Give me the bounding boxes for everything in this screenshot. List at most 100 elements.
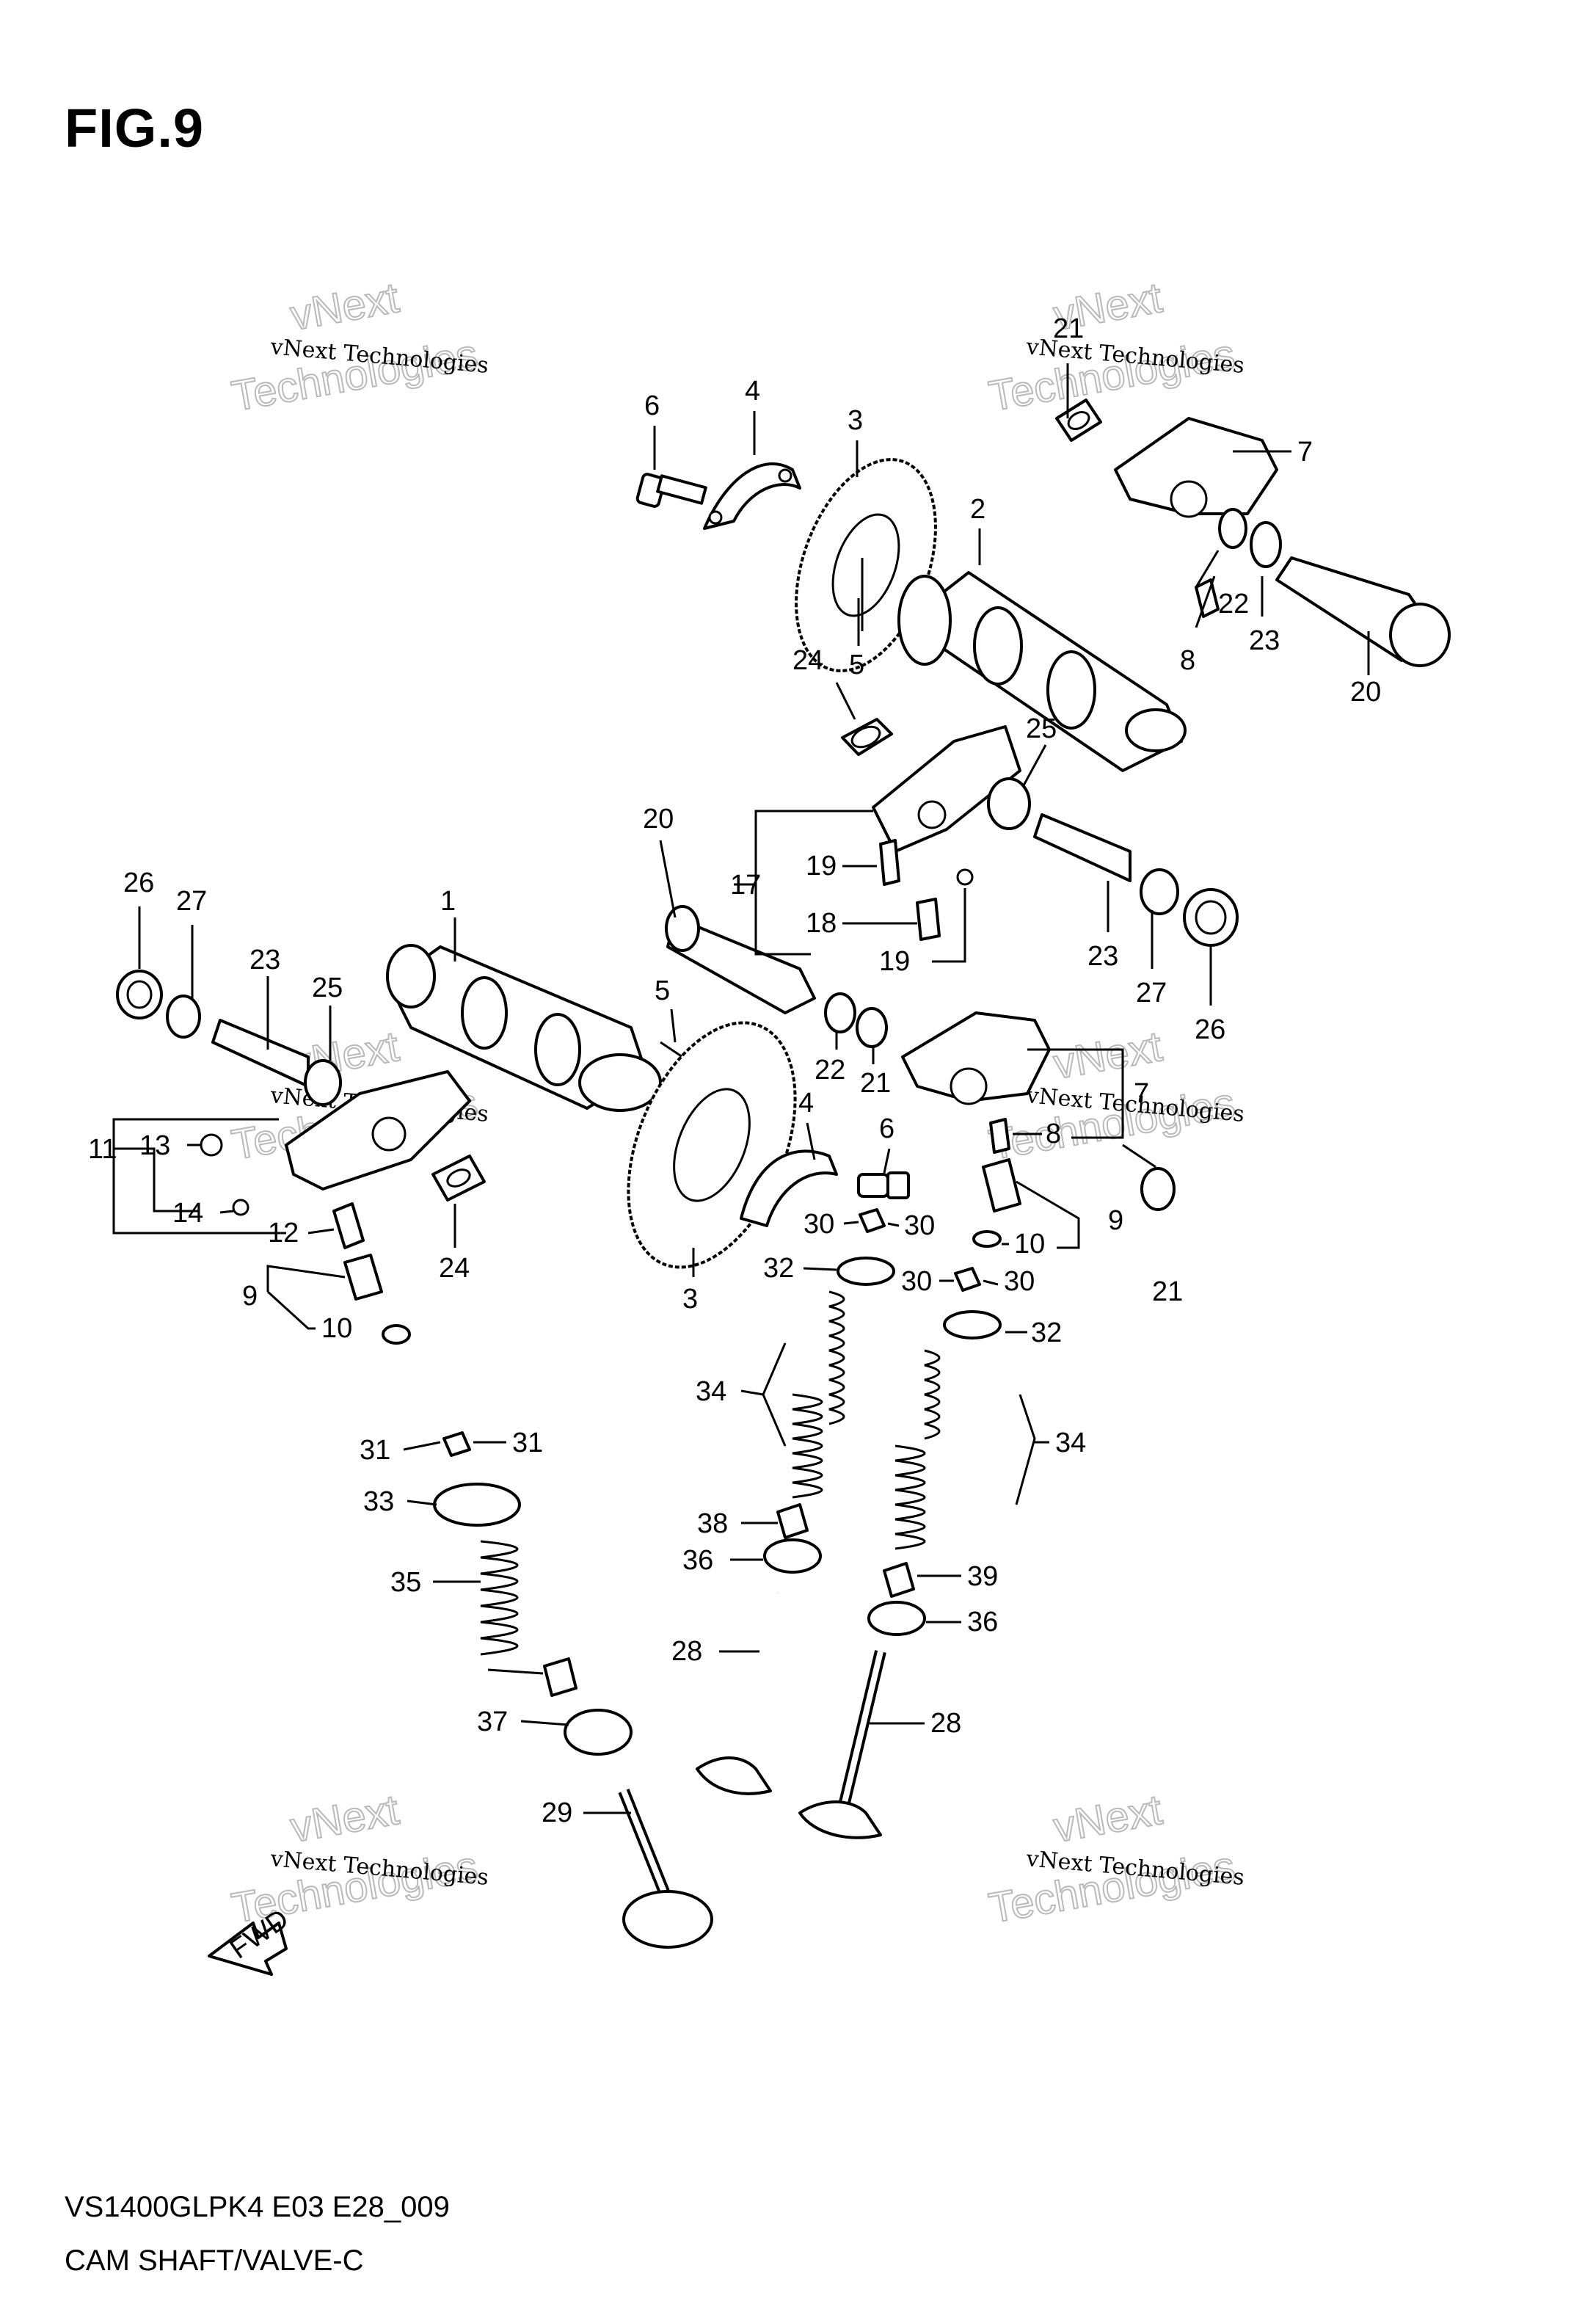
- adjuster-17: [879, 839, 900, 886]
- callout-7: 7: [1134, 1078, 1149, 1109]
- callout-11: 11: [88, 1134, 117, 1165]
- adjuster-8-lower: [989, 1118, 1010, 1154]
- callout-18: 19: [879, 946, 910, 977]
- callout-22: 22: [815, 1055, 845, 1086]
- washer-22-upper: [1250, 521, 1282, 568]
- ring-20-upper: [1055, 399, 1102, 442]
- bolt-6-lower: [857, 1171, 910, 1199]
- figure-title: FIG.9: [65, 98, 205, 159]
- callout-34: 34: [696, 1376, 726, 1407]
- seal-38-right: [883, 1562, 915, 1598]
- rocker-shaft-19-upper: [1275, 556, 1451, 667]
- callout-30: 30: [804, 1209, 834, 1240]
- cap-26-upper: [1183, 888, 1239, 947]
- seal-39: [543, 1657, 577, 1697]
- nut-16: [916, 898, 941, 941]
- callout-19: 20: [643, 804, 674, 835]
- callout-35: 35: [390, 1567, 421, 1598]
- watermark-bottom-right: vNext Technologies vNext Technologies: [985, 1785, 1245, 1933]
- callout-32: 32: [763, 1253, 794, 1284]
- callout-21: 21: [860, 1068, 891, 1099]
- pin-5-middle: [660, 1041, 683, 1058]
- callout-25: 25: [1026, 713, 1057, 744]
- callout-labels: 6 4 3 5 2 24 21 7 22 23 8 20 25 20 19 17…: [88, 313, 1381, 1828]
- callout-26: 26: [123, 868, 154, 898]
- watermark-vnext: vNext: [287, 1786, 402, 1852]
- camshaft-1: [386, 944, 662, 1112]
- rocker-shaft-19-middle: [665, 905, 816, 1014]
- cotter-30-bottom: [954, 1267, 981, 1292]
- spring-34-left: [792, 1290, 845, 1499]
- callout-30: 30: [904, 1210, 935, 1241]
- washer-27-upper: [1140, 868, 1179, 915]
- valve-lifter-9-right: [982, 1158, 1021, 1213]
- valve-28-right: [798, 1650, 886, 1839]
- washer-21-middle: [856, 1007, 888, 1048]
- callout-27: 27: [176, 886, 207, 917]
- callout-9: 9: [1108, 1205, 1123, 1236]
- callout-17: 19: [806, 851, 837, 881]
- callout-30: 30: [1004, 1266, 1035, 1297]
- rocker-shaft-23-upper: [1033, 813, 1132, 882]
- cotter-30-top: [859, 1208, 886, 1233]
- callout-4: 4: [798, 1088, 814, 1119]
- callout-31: 31: [512, 1428, 543, 1458]
- watermark-top-right: vNext Technologies vNext Technologies: [985, 273, 1245, 421]
- seat-36-left: [763, 1538, 822, 1574]
- valve-29: [618, 1789, 713, 1949]
- callout-26: 26: [1195, 1014, 1225, 1045]
- retainer-32-left: [837, 1257, 895, 1286]
- callout-14: 14: [172, 1198, 203, 1229]
- camshaft-2: [897, 571, 1187, 772]
- cam-chain-guide-4-lower: [740, 1149, 838, 1227]
- callout-38: 39: [967, 1561, 998, 1592]
- callout-16: 18: [806, 908, 837, 939]
- seal-10-left: [382, 1324, 411, 1345]
- rocker-shaft-23-left: [211, 1019, 310, 1088]
- callout-5: 5: [849, 650, 864, 680]
- cap-26-left: [116, 970, 163, 1019]
- callout-36: 36: [967, 1607, 998, 1637]
- callout-9: 9: [242, 1281, 258, 1312]
- callout-19: 20: [1350, 677, 1381, 708]
- callout-8: 8: [1046, 1119, 1061, 1149]
- seal-38-left: [776, 1503, 809, 1539]
- callout-23: 23: [249, 945, 280, 975]
- callout-4: 4: [745, 376, 760, 407]
- callout-10: 10: [321, 1313, 352, 1344]
- callout-33: 33: [363, 1486, 394, 1517]
- callout-34: 34: [1055, 1428, 1086, 1458]
- washer-27-left: [166, 995, 201, 1039]
- watermark-vnext: vNext: [287, 274, 402, 340]
- adjuster-13: [200, 1133, 223, 1157]
- callout-37: 37: [477, 1706, 508, 1737]
- rocker-arm-11: [285, 1070, 471, 1190]
- ring-20-lower: [1140, 1167, 1176, 1211]
- callout-1: 1: [440, 886, 456, 917]
- callout-38: 38: [697, 1508, 728, 1539]
- callout-30: 30: [901, 1266, 932, 1297]
- callout-13: 13: [139, 1130, 170, 1161]
- valve-lifter-9-left: [343, 1254, 383, 1301]
- callout-27: 27: [1136, 978, 1167, 1008]
- callout-3: 3: [682, 1284, 698, 1315]
- callout-6: 6: [879, 1113, 894, 1144]
- callout-24: 24: [792, 645, 823, 676]
- watermark-vnext: vNext: [1050, 1786, 1165, 1852]
- washer-22-middle: [824, 992, 856, 1033]
- callout-21: 22: [1218, 589, 1249, 619]
- callout-7: 7: [1297, 437, 1313, 468]
- callout-10: 10: [1014, 1229, 1045, 1259]
- rocker-arm-7-upper: [1114, 417, 1278, 518]
- callout-28: 28: [930, 1708, 961, 1739]
- spring-35: [480, 1540, 519, 1656]
- hole: [778, 468, 792, 483]
- callout-5: 5: [655, 975, 670, 1006]
- cotter-31: [442, 1431, 471, 1457]
- callout-8: 8: [1180, 645, 1195, 676]
- callout-12: 12: [268, 1218, 299, 1248]
- footer-model-code: VS1400GLPK4 E03 E28_009: [65, 2191, 450, 2223]
- pin-12: [332, 1202, 365, 1249]
- callout-15: 17: [730, 870, 761, 901]
